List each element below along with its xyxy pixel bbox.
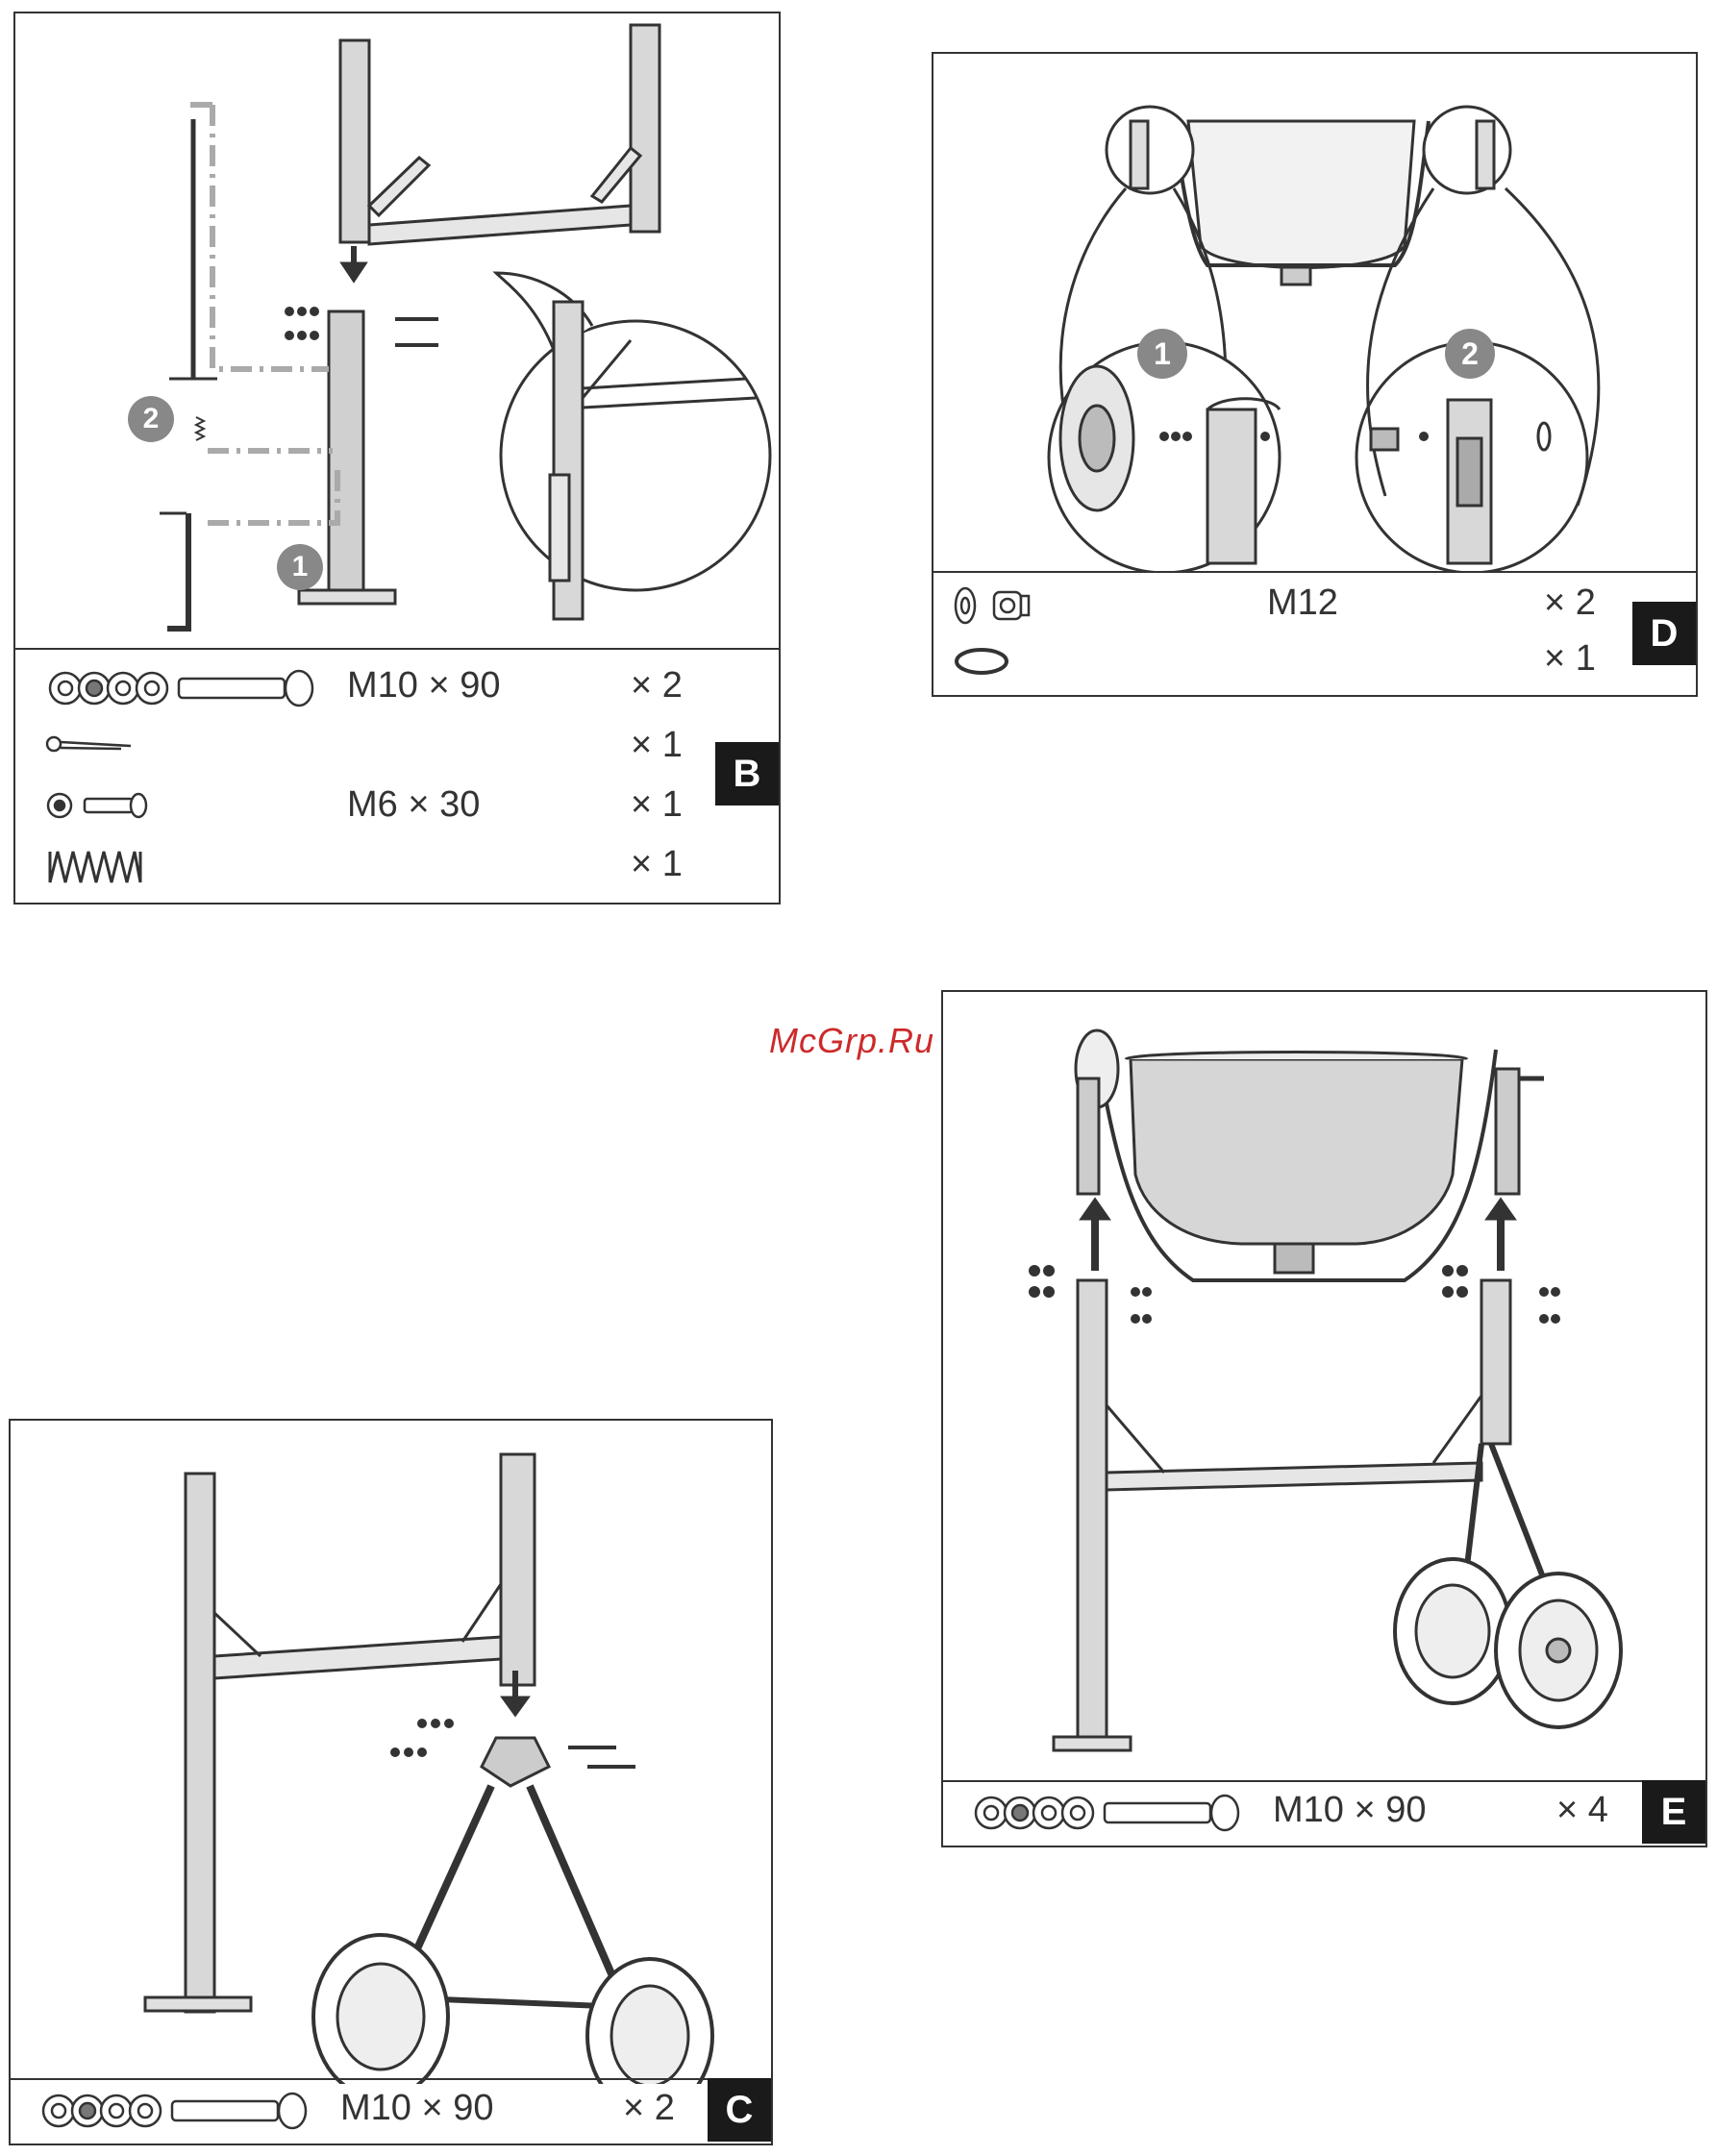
callout-step-1: 1 (1137, 329, 1187, 379)
assembly-b-illustration (15, 13, 779, 648)
parts-list-d: M12 × 2 × 1 D (933, 571, 1696, 695)
callout-step-2: 2 (128, 396, 174, 442)
part-quantity: × 1 (631, 784, 683, 826)
step-label-c: C (708, 2078, 771, 2142)
panel-e: M10 × 90 × 4 E (941, 990, 1707, 1847)
parts-list-c: M10 × 90 × 2 C (11, 2078, 771, 2144)
part-quantity: × 1 (1544, 638, 1596, 680)
panel-b: 2 1 M10 × 90 × 2 (13, 12, 781, 905)
part-spec: M10 × 90 (347, 665, 501, 706)
parts-row: M6 × 30 × 1 (15, 779, 779, 836)
part-quantity: × 1 (631, 844, 683, 885)
callout-step-1: 1 (277, 544, 323, 590)
callout-step-2: 2 (1445, 329, 1495, 379)
panel-d: 1 2 M12 × 2 × 1 D (932, 52, 1698, 697)
parts-row: M10 × 90 × 4 (943, 1784, 1705, 1842)
small-bolt-nut-icon (44, 788, 150, 827)
washer-nut-bolt-icon (970, 1792, 1258, 1834)
o-ring-icon (951, 642, 1018, 681)
parts-row: × 1 (933, 632, 1696, 690)
washer-nut-bolt-icon (44, 667, 333, 709)
washer-nut-icon (951, 584, 1047, 627)
assembly-e-illustration (943, 992, 1705, 1780)
step-label-b: B (715, 742, 779, 805)
part-spec: M10 × 90 (340, 2088, 494, 2129)
assembly-d-illustration (933, 54, 1696, 573)
part-spec: M10 × 90 (1273, 1790, 1427, 1831)
parts-list-b: M10 × 90 × 2 × 1 M6 × 30 × 1 (15, 648, 779, 903)
part-spec: M12 (1267, 582, 1338, 624)
part-spec: M6 × 30 (347, 784, 480, 826)
part-quantity: × 2 (623, 2088, 675, 2129)
step-label-e: E (1642, 1780, 1705, 1844)
panel-c: M10 × 90 × 2 C (9, 1419, 773, 2145)
washer-nut-bolt-icon (37, 2090, 326, 2132)
part-quantity: × 1 (631, 725, 683, 766)
parts-row: M10 × 90 × 2 (15, 659, 779, 717)
parts-list-e: M10 × 90 × 4 E (943, 1780, 1705, 1846)
watermark-text: McGrp.Ru (769, 1021, 934, 1061)
assembly-c-illustration (11, 1421, 771, 2084)
cotter-pin-icon (44, 732, 140, 761)
spring-icon (44, 844, 150, 890)
part-quantity: × 4 (1556, 1790, 1608, 1831)
parts-row: M10 × 90 × 2 (11, 2082, 771, 2140)
step-label-d: D (1632, 602, 1696, 665)
parts-row: M12 × 2 (933, 577, 1696, 634)
parts-row: × 1 (15, 838, 779, 896)
parts-row: × 1 (15, 719, 779, 777)
part-quantity: × 2 (1544, 582, 1596, 624)
part-quantity: × 2 (631, 665, 683, 706)
